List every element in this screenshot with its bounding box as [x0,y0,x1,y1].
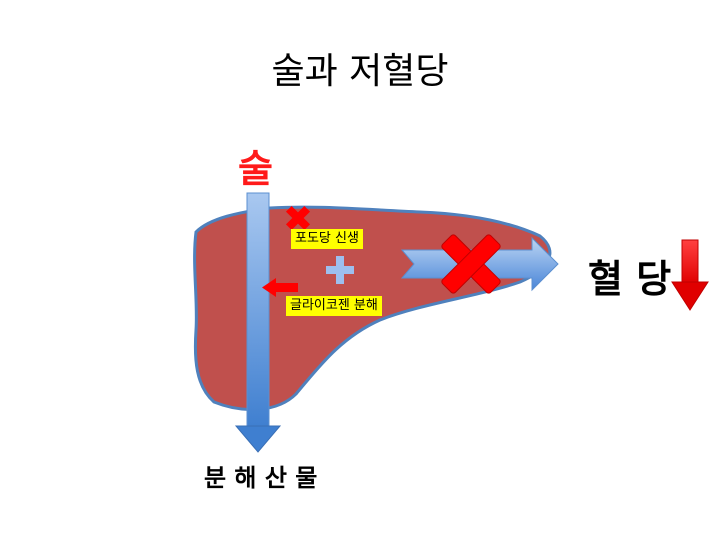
blood-sugar-label: 혈 당 [588,257,672,301]
glycogenolysis-label: 글라이코젠 분해 [286,296,382,316]
alcohol-down-arrow [234,192,282,453]
gluconeogenesis-label: 포도당 신생 [291,229,363,249]
metabolite-label: 분 해 산 물 [204,464,318,492]
small-cross-icon [285,205,311,231]
plus-icon [326,256,354,284]
big-cross-icon [441,234,501,294]
left-arrow-icon [262,278,298,297]
alcohol-label: 술 [238,147,273,191]
page-title: 술과 저혈당 [271,51,449,92]
down-arrow-icon [671,239,709,311]
